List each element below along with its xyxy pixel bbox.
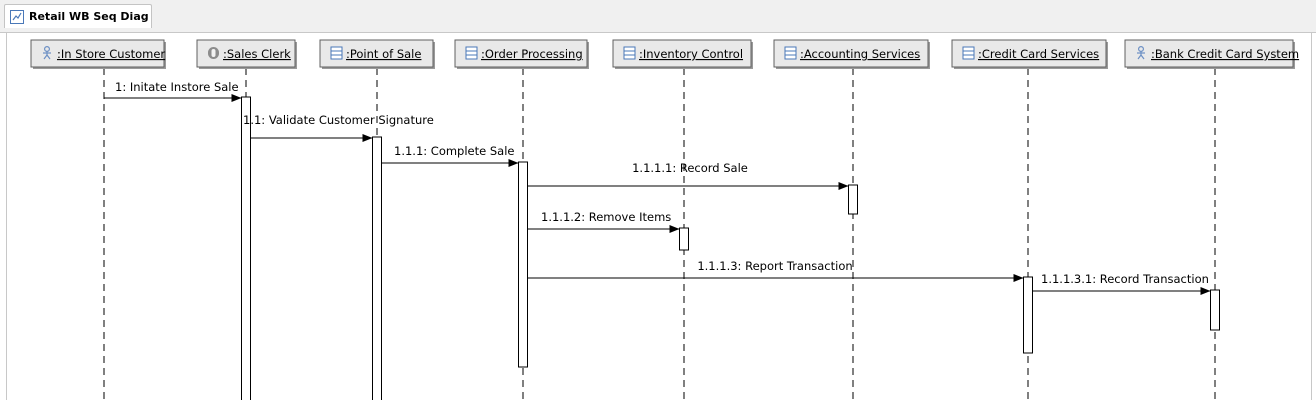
activation-bar xyxy=(241,96,251,400)
message-label: 1.1.1: Complete Sale xyxy=(394,144,515,158)
participant-box[interactable]: :Sales Clerk xyxy=(196,39,297,69)
participant-box[interactable]: :Bank Credit Card System xyxy=(1124,39,1299,69)
message-label: 1.1.1.3: Report Transaction xyxy=(697,259,852,273)
participant-box[interactable]: :In Store Customer xyxy=(30,39,166,69)
activation-bar xyxy=(848,184,858,215)
diagram-tab[interactable]: Retail WB Seq Diag xyxy=(4,4,152,28)
participant-name: :Point of Sale xyxy=(346,47,421,61)
activation-bar xyxy=(679,227,689,251)
message-label: 1.1.1.3.1: Record Transaction xyxy=(1041,272,1209,286)
activation-bar xyxy=(518,161,528,368)
participant-name: :Accounting Services xyxy=(800,47,920,61)
message-label: 1.1.1.1: Record Sale xyxy=(632,161,748,175)
class-icon xyxy=(962,46,975,60)
diagram-tab-label: Retail WB Seq Diag xyxy=(29,10,149,23)
participant-name: :Credit Card Services xyxy=(978,47,1099,61)
actor-icon xyxy=(1137,46,1145,60)
activation-bar xyxy=(1023,276,1033,354)
participant-box[interactable]: :Order Processing xyxy=(454,39,589,69)
worker-icon xyxy=(208,47,219,59)
sequence-diagram: :In Store Customer :Sales Clerk :Point of … xyxy=(30,39,1299,400)
participant-name: :Order Processing xyxy=(481,47,583,61)
actor-icon xyxy=(43,46,51,60)
class-icon xyxy=(330,46,343,60)
participant-box[interactable]: :Credit Card Services xyxy=(951,39,1108,69)
participant-name: :In Store Customer xyxy=(57,47,165,61)
participant-name: :Sales Clerk xyxy=(223,47,291,61)
class-icon xyxy=(465,46,478,60)
participant-box[interactable]: :Point of Sale xyxy=(319,39,435,69)
activation-bar xyxy=(1210,289,1220,331)
message-label: 1.1.1.2: Remove Items xyxy=(541,210,671,224)
diagram-canvas: :In Store Customer :Sales Clerk :Point of … xyxy=(6,33,1312,400)
participant-name: :Inventory Control xyxy=(639,47,743,61)
tab-bar: Retail WB Seq Diag xyxy=(0,0,1316,33)
participant-box[interactable]: :Accounting Services xyxy=(773,39,930,69)
activation-bar xyxy=(372,136,382,400)
message-label: 1.1: Validate Customer Signature xyxy=(243,113,434,127)
class-icon xyxy=(623,46,636,60)
participant-box[interactable]: :Inventory Control xyxy=(612,39,753,69)
sequence-diagram-icon xyxy=(10,9,24,24)
class-icon xyxy=(784,46,797,60)
participant-name: :Bank Credit Card System xyxy=(1151,47,1299,61)
message-label: 1: Initate Instore Sale xyxy=(115,80,239,94)
